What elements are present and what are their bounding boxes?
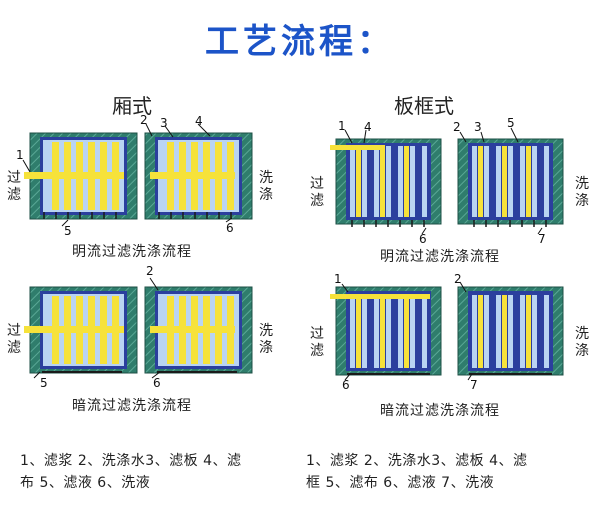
callout-leader-lines <box>22 123 543 381</box>
filter-side-label: 过 滤 <box>310 176 324 209</box>
chamber-type-heading: 厢式 <box>112 94 152 118</box>
callout-2: 2 <box>453 120 461 134</box>
chamber-hidden-flow-filter-unit <box>24 286 138 374</box>
callout-1: 1 <box>338 119 346 133</box>
callout-6: 6 <box>226 221 234 235</box>
plate-frame-hidden-flow-filter-unit <box>330 286 442 376</box>
chamber-open-flow-filter-unit <box>24 132 138 220</box>
chamber-hidden-flow-wash-unit <box>144 286 253 374</box>
callout-4: 4 <box>195 114 203 128</box>
chamber-hidden-flow-caption: 暗流过滤洗涤流程 <box>72 398 192 414</box>
plate-frame-type-heading: 板框式 <box>394 94 454 118</box>
legend-line: 布 5、滤液 6、洗液 <box>20 475 151 491</box>
callout-5: 5 <box>507 116 515 130</box>
plate-frame-open-flow-caption: 明流过滤洗涤流程 <box>380 249 500 265</box>
callout-1: 1 <box>334 272 342 286</box>
legend-line: 1、滤浆 2、洗涤水3、滤板 4、滤 <box>20 453 242 469</box>
filter-side-label: 过 滤 <box>310 326 324 359</box>
callout-6: 6 <box>419 232 427 246</box>
chamber-open-flow-wash-unit <box>144 132 253 220</box>
wash-side-label: 洗 涤 <box>259 323 273 356</box>
legend-line: 1、滤浆 2、洗涤水3、滤板 4、滤 <box>306 453 528 469</box>
callout-7: 7 <box>470 378 478 392</box>
chamber-legend: 1、滤浆 2、洗涤水3、滤板 4、滤 布 5、滤液 6、洗液 <box>20 450 242 494</box>
callout-2: 2 <box>146 264 154 278</box>
plate-frame-legend: 1、滤浆 2、洗涤水3、滤板 4、滤 框 5、滤布 6、滤液 7、洗液 <box>306 450 528 494</box>
plate-frame-open-flow-filter-unit <box>330 138 442 227</box>
page-title: 工艺流程： <box>205 22 395 62</box>
callout-7: 7 <box>538 232 546 246</box>
callout-2: 2 <box>140 113 148 127</box>
callout-5: 5 <box>64 224 72 238</box>
callout-2: 2 <box>454 272 462 286</box>
legend-line: 框 5、滤布 6、滤液 7、洗液 <box>306 475 495 491</box>
filter-side-label: 过 滤 <box>7 323 21 356</box>
callout-5: 5 <box>40 376 48 390</box>
callout-6: 6 <box>153 376 161 390</box>
callout-1: 1 <box>16 148 24 162</box>
wash-side-label: 洗 涤 <box>575 176 589 209</box>
callout-3: 3 <box>474 120 482 134</box>
chamber-open-flow-caption: 明流过滤洗涤流程 <box>72 244 192 260</box>
wash-side-label: 洗 涤 <box>575 326 589 359</box>
filter-side-label: 过 滤 <box>7 170 21 203</box>
wash-side-label: 洗 涤 <box>259 170 273 203</box>
plate-frame-hidden-flow-caption: 暗流过滤洗涤流程 <box>380 403 500 419</box>
plate-frame-open-flow-wash-unit <box>457 138 564 227</box>
callout-3: 3 <box>160 116 168 130</box>
plate-frame-hidden-flow-wash-unit <box>457 286 564 376</box>
callout-6: 6 <box>342 378 350 392</box>
callout-4: 4 <box>364 120 372 134</box>
